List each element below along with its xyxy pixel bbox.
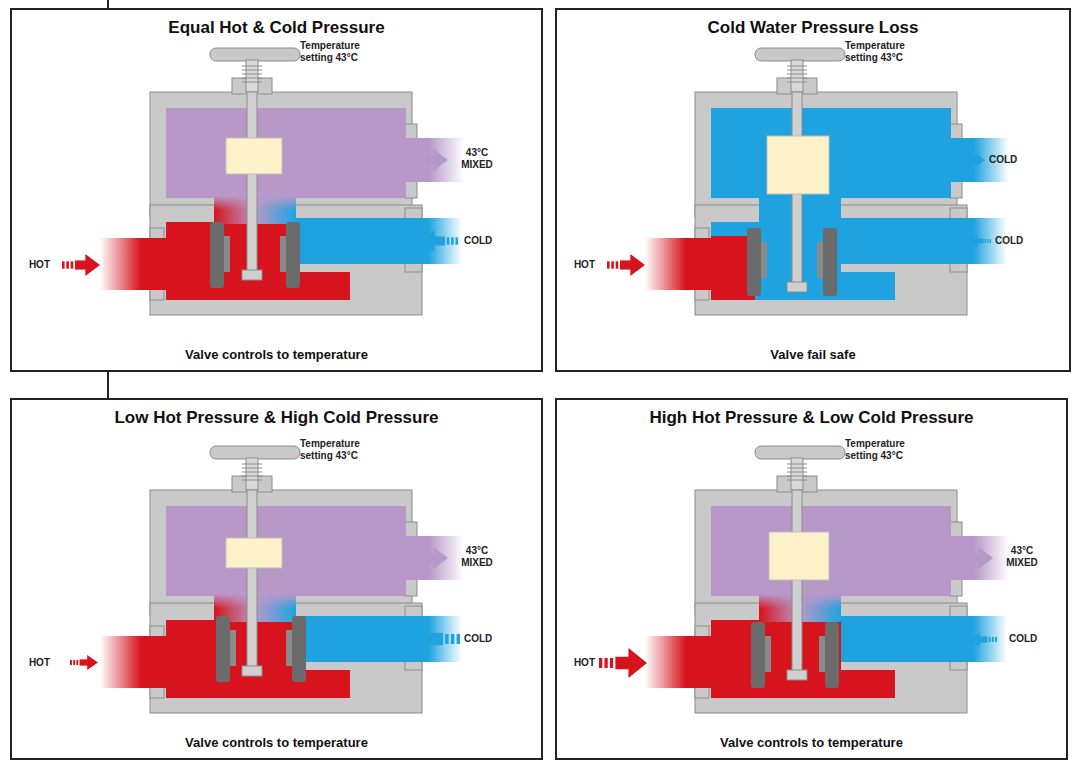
inlet-label: COLD bbox=[1009, 633, 1053, 645]
outlet-label: 43°C MIXED bbox=[452, 545, 502, 568]
panel-title: Low Hot Pressure & High Cold Pressure bbox=[12, 408, 541, 428]
panel-title: High Hot Pressure & Low Cold Pressure bbox=[557, 408, 1066, 428]
setting-label: Temperature setting 43°C bbox=[300, 438, 372, 461]
panel-frame: Equal Hot & Cold PressureValve controls … bbox=[10, 8, 543, 372]
inlet-label: COLD bbox=[464, 633, 508, 645]
outlet-label: 43°C MIXED bbox=[997, 545, 1047, 568]
inlet-label: COLD bbox=[464, 235, 508, 247]
panel-caption: Valve fail safe bbox=[557, 347, 1069, 362]
inlet-label: HOT bbox=[557, 657, 595, 669]
panel-frame: Cold Water Pressure LossValve fail safe bbox=[555, 8, 1071, 372]
inlet-label: COLD bbox=[995, 235, 1039, 247]
inlet-label: HOT bbox=[557, 259, 595, 271]
inlet-label: HOT bbox=[12, 657, 50, 669]
setting-label: Temperature setting 43°C bbox=[300, 40, 372, 63]
panel-title: Equal Hot & Cold Pressure bbox=[12, 18, 541, 38]
outlet-label: 43°C MIXED bbox=[452, 147, 502, 170]
panel-caption: Valve controls to temperature bbox=[12, 347, 541, 362]
panel-caption: Valve controls to temperature bbox=[557, 735, 1066, 750]
outlet-label: COLD bbox=[989, 154, 1033, 166]
panel-frame: High Hot Pressure & Low Cold PressureVal… bbox=[555, 398, 1068, 760]
panel-caption: Valve controls to temperature bbox=[12, 735, 541, 750]
setting-label: Temperature setting 43°C bbox=[845, 40, 917, 63]
panel-title: Cold Water Pressure Loss bbox=[557, 18, 1069, 38]
panel-frame: Low Hot Pressure & High Cold PressureVal… bbox=[10, 398, 543, 760]
inlet-label: HOT bbox=[12, 259, 50, 271]
setting-label: Temperature setting 43°C bbox=[845, 438, 917, 461]
